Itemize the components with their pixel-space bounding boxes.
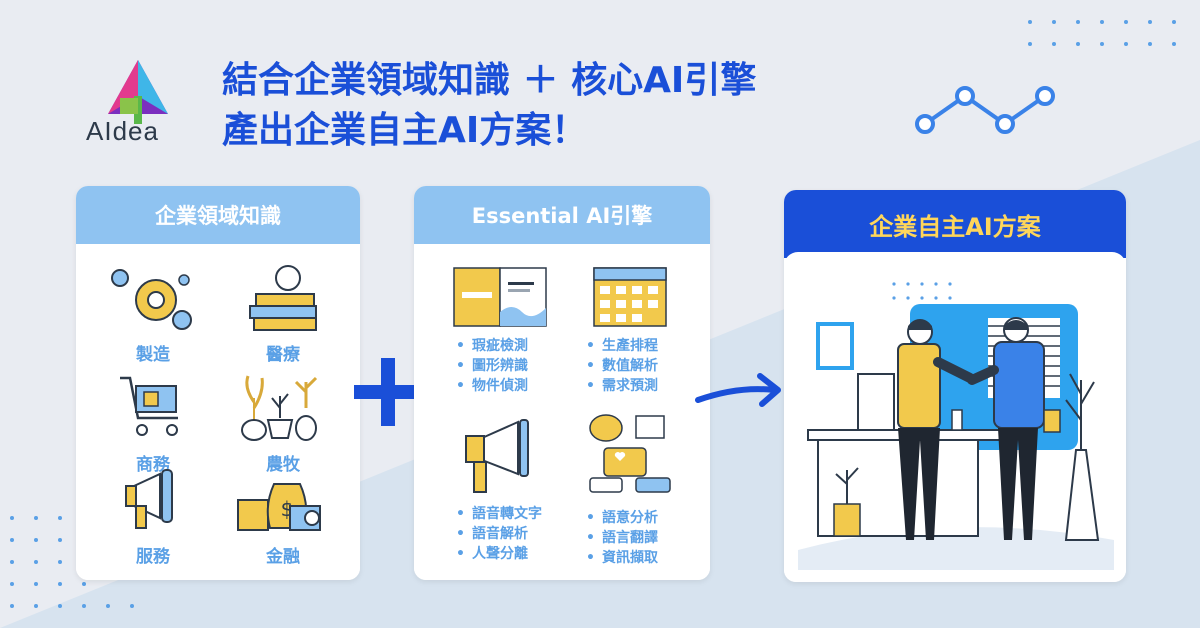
solution-card-title: 企業自主AI方案 [784, 190, 1126, 258]
presentation-icon [453, 267, 547, 327]
engine-feature: 數值解析 [586, 356, 658, 376]
aidea-logo-icon [108, 60, 168, 124]
engine-feature: 語言翻譯 [586, 528, 658, 548]
money-bag-icon: $ [237, 483, 321, 531]
engine-feature: 資訊擷取 [586, 548, 658, 568]
brand-name: AIdea [86, 116, 159, 146]
engine-group-1: 瑕疵檢測 圖形辨識 物件偵測 [456, 336, 528, 396]
calendar-icon [593, 267, 667, 327]
engine-group-2: 生產排程 數值解析 需求預測 [586, 336, 658, 396]
domain-item-commerce: 商務 [136, 455, 170, 475]
arrow-icon [695, 373, 781, 407]
domain-item-medical: 醫療 [266, 345, 300, 365]
handshake-illustration [798, 282, 1114, 570]
gears-icon [111, 269, 192, 330]
engine-feature: 人聲分離 [456, 544, 542, 564]
engine-feature: 生產排程 [586, 336, 658, 356]
solution-card: 企業自主AI方案 [784, 190, 1126, 582]
domain-item-finance: 金融 [266, 547, 300, 567]
domain-card-title: 企業領域知識 [76, 186, 360, 244]
headline: 結合企業領域知識 ＋ 核心AI引擎 產出企業自主AI方案！ [222, 56, 756, 156]
domain-item-service: 服務 [136, 547, 170, 567]
engine-group-3: 語音轉文字 語音解析 人聲分離 [456, 504, 542, 564]
engine-card-title: Essential AI引擎 [414, 186, 710, 244]
domain-item-agriculture: 農牧 [266, 455, 300, 475]
domain-knowledge-card: 企業領域知識 製造 醫療 商務 [76, 186, 360, 580]
plants-icon [241, 375, 318, 441]
engine-feature: 語音解析 [456, 524, 542, 544]
ai-engine-card: Essential AI引擎 瑕疵檢測 圖形辨識 物件偵測 生產排程 [414, 186, 710, 580]
solution-card-body [784, 252, 1126, 582]
domain-item-manufacturing: 製造 [136, 345, 170, 365]
engine-feature: 需求預測 [586, 376, 658, 396]
engine-feature: 圖形辨識 [456, 356, 528, 376]
engine-feature: 語意分析 [586, 508, 658, 528]
headline-line-1: 結合企業領域知識 ＋ 核心AI引擎 [222, 60, 757, 101]
trend-line-icon [915, 86, 1055, 134]
dot-pattern-top-right [1028, 20, 1176, 46]
megaphone-icon [125, 469, 173, 529]
engine-feature: 物件偵測 [456, 376, 528, 396]
chat-bubbles-icon [589, 414, 671, 493]
engine-card-body: 瑕疵檢測 圖形辨識 物件偵測 生產排程 數值解析 需求預測 語音轉文字 [414, 244, 710, 580]
headline-line-2: 產出企業自主AI方案！ [222, 110, 588, 151]
engine-group-4: 語意分析 語言翻譯 資訊擷取 [586, 508, 658, 568]
plus-icon [354, 358, 422, 426]
speaker-icon [465, 419, 529, 493]
shopping-cart-icon [120, 376, 178, 436]
domain-card-body: 製造 醫療 商務 農牧 [76, 244, 360, 580]
engine-feature: 瑕疵檢測 [456, 336, 528, 356]
engine-feature: 語音轉文字 [456, 504, 542, 524]
apple-books-icon [249, 265, 317, 331]
